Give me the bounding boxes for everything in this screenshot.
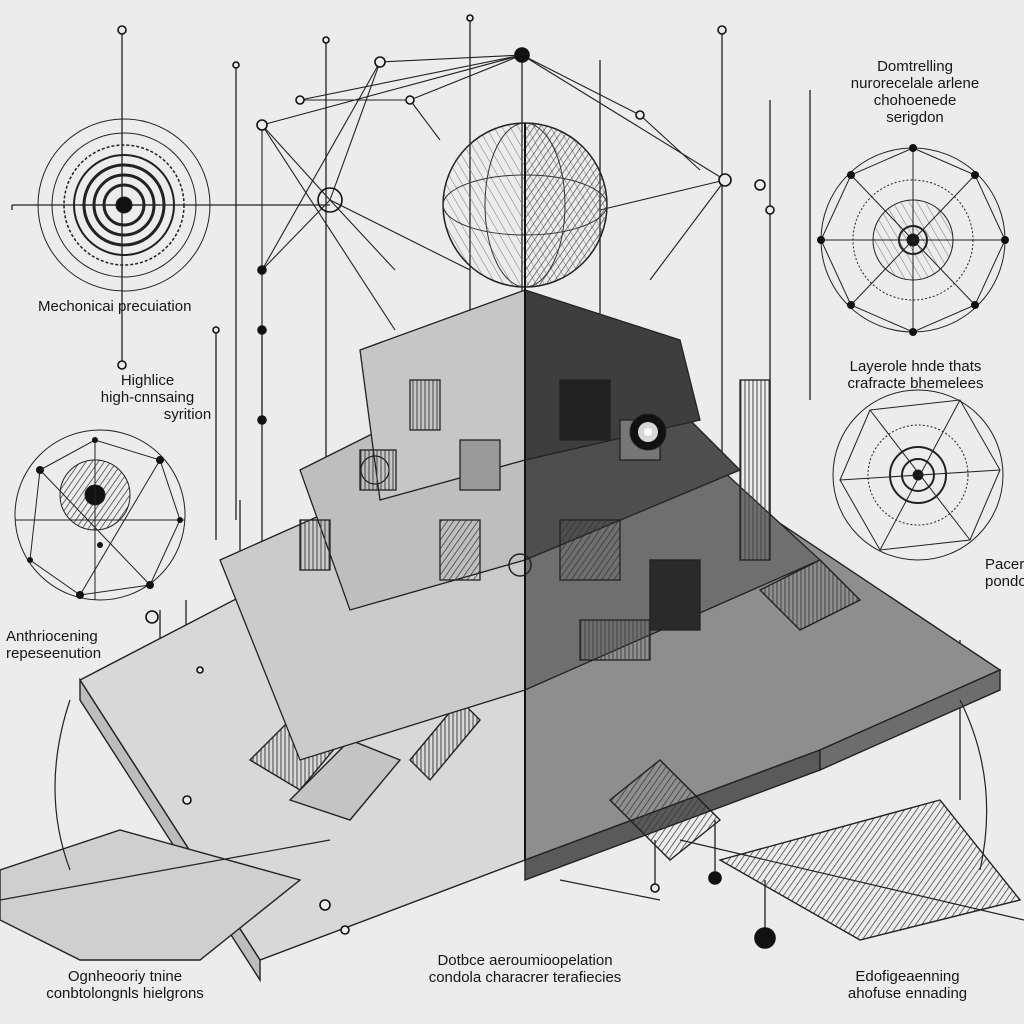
label-bottom-left: Ognheooriy tnine conbtolongnls hielgrons	[46, 968, 204, 1002]
hub-network	[261, 54, 726, 420]
label-bottom-center: Dotbce aeroumioopelation condola characr…	[428, 952, 622, 986]
label-mechanical: Mechonicai precuiation	[38, 298, 192, 315]
node-dots	[117, 14, 776, 949]
label-anthro: Anthriocening repeseenution	[6, 628, 102, 662]
ground-lines	[0, 699, 1024, 921]
label-high: Highlice high-cnnsaing syrition	[100, 372, 212, 423]
network-circle-mid-left	[14, 429, 186, 601]
label-bottom-right: Edofigeaenning ahofuse ennading	[847, 968, 968, 1002]
concentric-circle-top-left	[37, 118, 211, 292]
lens-detail	[360, 413, 667, 577]
label-layered: Layerole hnde thats crafracte bhemelees	[847, 358, 984, 392]
label-partial-right: Pacer pondo	[985, 556, 1024, 590]
building-tiers	[219, 123, 822, 860]
label-top-right: Domtrelling nurorecelale arlene chohoene…	[850, 58, 980, 126]
network-circle-top-right	[817, 144, 1009, 336]
network-circle-mid-right	[832, 389, 1004, 561]
